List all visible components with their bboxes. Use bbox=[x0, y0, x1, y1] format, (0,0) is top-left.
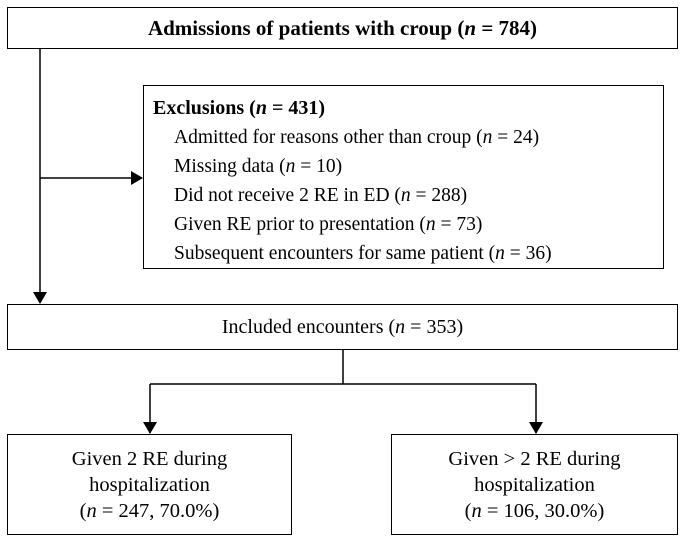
exclusion-reason: Given RE prior to presentation bbox=[174, 214, 415, 235]
exclusions-title: Exclusions (n = 431) bbox=[153, 97, 326, 119]
n-symbol: n bbox=[86, 499, 97, 522]
group-line1: Given 2 RE during bbox=[71, 447, 228, 470]
exclusion-item: Admitted for reasons other than croup (n… bbox=[174, 127, 540, 148]
group-count: (n = 247, 70.0%) bbox=[79, 499, 220, 522]
n-symbol: n bbox=[425, 214, 436, 235]
n-symbol: n bbox=[482, 127, 493, 148]
included-box: Included encounters (n = 353) bbox=[7, 304, 678, 350]
group-box-gt2re: Given > 2 RE during hospitalization (n =… bbox=[391, 434, 678, 535]
exclusion-n: 73 bbox=[456, 214, 476, 235]
n-symbol: n bbox=[464, 15, 477, 40]
n-symbol: n bbox=[255, 97, 267, 119]
n-symbol: n bbox=[395, 315, 406, 338]
included-label: Included encounters bbox=[221, 315, 384, 338]
group-count: (n = 106, 30.0%) bbox=[464, 499, 605, 522]
exclusion-item: Given RE prior to presentation (n = 73) bbox=[174, 214, 483, 235]
exclusion-item: Missing data (n = 10) bbox=[174, 156, 343, 177]
n-symbol: n bbox=[285, 156, 296, 177]
admissions-label: Admissions of patients with croup bbox=[147, 15, 453, 40]
exclusion-n: 24 bbox=[513, 127, 533, 148]
exclusion-reason: Missing data bbox=[174, 156, 275, 177]
group-pct: 30.0% bbox=[544, 499, 598, 522]
exclusion-n: 288 bbox=[431, 185, 461, 206]
group-n: 106 bbox=[503, 499, 535, 522]
group-box-2re: Given 2 RE during hospitalization (n = 2… bbox=[7, 434, 292, 535]
group-line1: Given > 2 RE during bbox=[448, 447, 621, 470]
exclusions-box: Exclusions (n = 431) Admitted for reason… bbox=[143, 85, 664, 269]
exclusion-n: 36 bbox=[525, 243, 546, 264]
group-n: 247 bbox=[118, 499, 150, 522]
exclusion-reason: Admitted for reasons other than croup bbox=[174, 127, 472, 148]
exclusion-item: Subsequent encounters for same patient (… bbox=[174, 243, 552, 264]
exclusion-n: 10 bbox=[316, 156, 336, 177]
n-symbol: n bbox=[495, 243, 505, 264]
exclusion-item: Did not receive 2 RE in ED (n = 288) bbox=[174, 185, 468, 206]
exclusions-label: Exclusions bbox=[153, 97, 245, 119]
admissions-n: 784 bbox=[498, 15, 531, 40]
admissions-box: Admissions of patients with croup (n = 7… bbox=[7, 7, 678, 49]
n-symbol: n bbox=[471, 499, 482, 522]
n-symbol: n bbox=[400, 185, 411, 206]
group-pct: 70.0% bbox=[159, 499, 213, 522]
included-n: 353 bbox=[426, 315, 457, 338]
exclusion-reason: Did not receive 2 RE in ED bbox=[174, 185, 390, 206]
group-line2: hospitalization bbox=[474, 473, 595, 496]
exclusions-n: 431 bbox=[288, 97, 319, 119]
group-line2: hospitalization bbox=[89, 473, 210, 496]
exclusion-reason: Subsequent encounters for same patient bbox=[174, 243, 484, 264]
